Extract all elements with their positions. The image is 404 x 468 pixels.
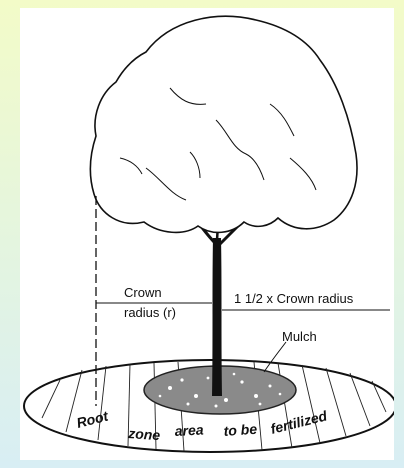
ground-word-area: area (174, 421, 204, 438)
mulch-label: Mulch (282, 330, 317, 344)
crown-radius-label-line2: radius (r) (124, 306, 176, 320)
ground-word-to-be: to be (223, 421, 258, 439)
tree-diagram: Root zone area to be fertilized (20, 8, 394, 460)
tree-trunk (212, 238, 222, 396)
ground-word-zone: zone (127, 425, 161, 443)
crown-radius-label-line1: Crown (124, 286, 162, 300)
diagram-frame: Root zone area to be fertilized Crown ra… (20, 8, 394, 460)
tree-crown (90, 16, 357, 232)
root-zone-radius-label: 1 1/2 x Crown radius (234, 292, 353, 306)
